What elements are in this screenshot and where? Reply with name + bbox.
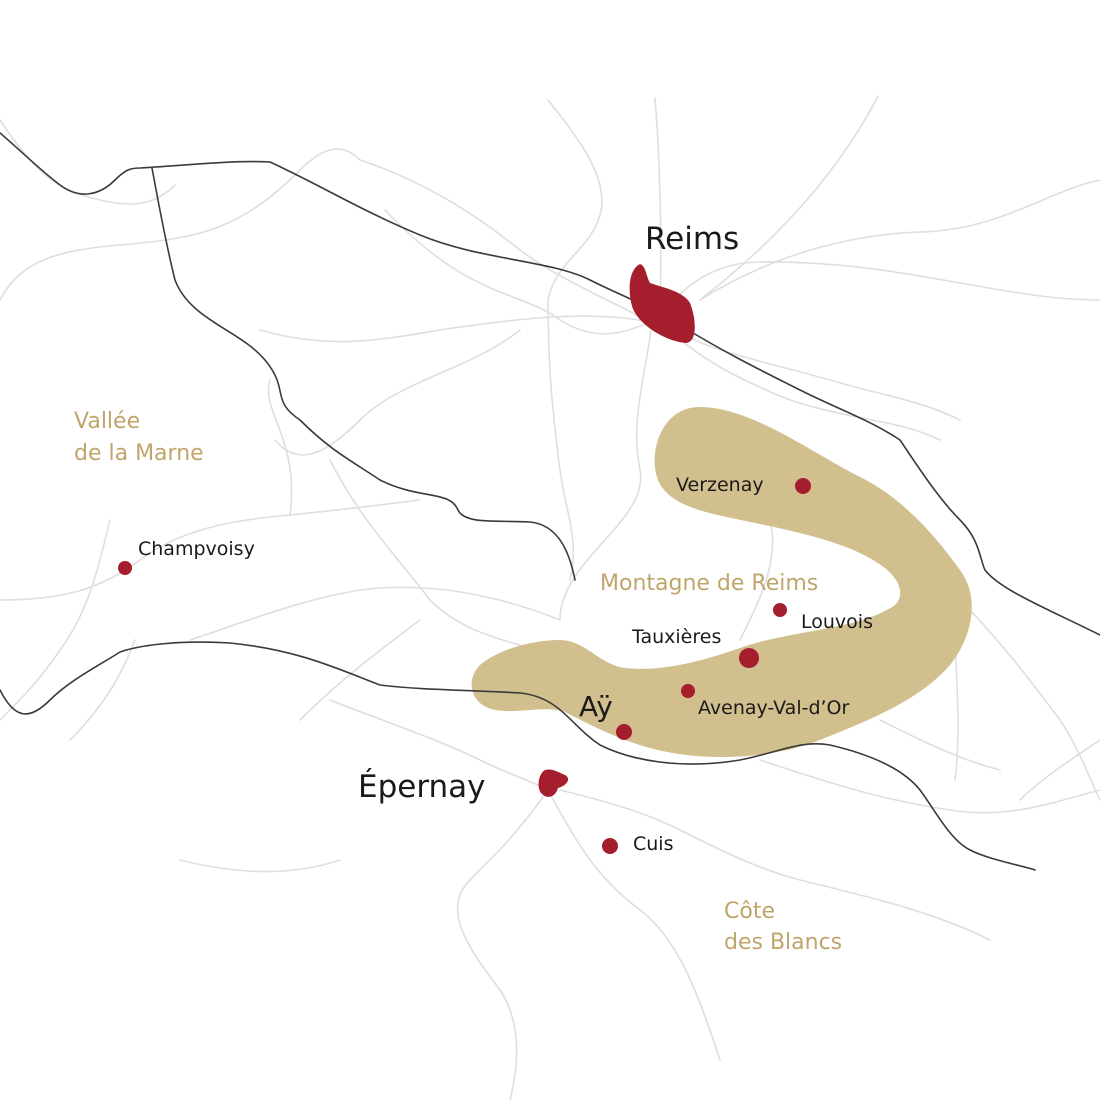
louvois-marker bbox=[773, 603, 787, 617]
village-markers bbox=[118, 478, 811, 854]
cote-des-blancs-label-line1: Côte bbox=[724, 899, 775, 924]
reims-label: Reims bbox=[645, 221, 739, 257]
verzenay-label: Verzenay bbox=[676, 474, 764, 496]
montagne-de-reims-label: Montagne de Reims bbox=[600, 571, 818, 596]
cote-des-blancs-label-line2: des Blancs bbox=[724, 930, 842, 955]
champvoisy-label: Champvoisy bbox=[138, 538, 255, 560]
cuis-marker bbox=[602, 838, 618, 854]
epernay-city-shape bbox=[538, 769, 569, 797]
vallee-de-la-marne-label-line1: Vallée bbox=[74, 409, 140, 434]
avenay-label: Avenay-Val-d’Or bbox=[698, 697, 850, 719]
major-roads bbox=[0, 132, 1100, 871]
ay-marker bbox=[616, 724, 632, 740]
tauxieres-label: Tauxières bbox=[631, 626, 721, 648]
ay-label: Aÿ bbox=[579, 690, 613, 723]
minor-roads bbox=[0, 95, 1100, 1100]
reims-city-shape bbox=[629, 264, 695, 343]
vallee-de-la-marne-label-line2: de la Marne bbox=[74, 441, 204, 466]
tauxieres-marker bbox=[739, 648, 759, 668]
louvois-label: Louvois bbox=[801, 611, 873, 633]
montagne-de-reims-area bbox=[471, 407, 972, 758]
avenay-marker bbox=[681, 684, 695, 698]
epernay-label: Épernay bbox=[358, 769, 486, 805]
cuis-label: Cuis bbox=[633, 833, 674, 855]
champvoisy-marker bbox=[118, 561, 132, 575]
verzenay-marker bbox=[795, 478, 811, 494]
